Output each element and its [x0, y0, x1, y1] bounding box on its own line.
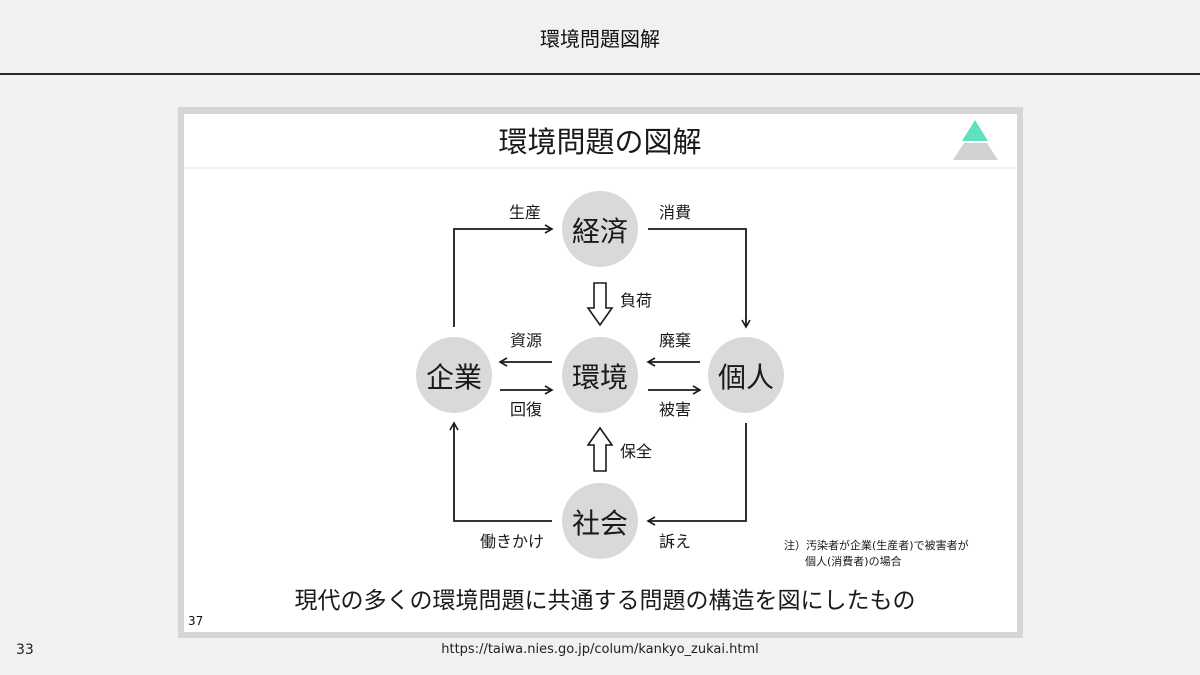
node-individual: 個人 [708, 337, 784, 413]
arrow-production [453, 224, 554, 327]
node-environment: 環境 [562, 337, 638, 413]
label-production: 生産 [509, 203, 541, 222]
arrow-influence [449, 421, 552, 522]
label-appeal: 訴え [659, 532, 691, 551]
node-economy-label: 経済 [572, 215, 628, 248]
node-society-label: 社会 [572, 507, 628, 540]
arrow-appeal [646, 423, 747, 526]
page-number: 33 [16, 642, 34, 658]
label-influence: 働きかけ [480, 532, 544, 551]
node-economy: 経済 [562, 191, 638, 267]
arrow-consumption [648, 228, 751, 329]
node-society: 社会 [562, 483, 638, 559]
hollow-arrow-conservation [586, 426, 614, 472]
label-recovery: 回復 [510, 400, 542, 419]
label-load: 負荷 [620, 291, 652, 310]
node-environment-label: 環境 [572, 361, 628, 394]
node-individual-label: 個人 [718, 361, 774, 394]
note-line-1: 注）汚染者が企業(生産者)で被害者が [784, 538, 969, 552]
label-consumption: 消費 [659, 203, 691, 222]
hollow-arrow-load [586, 282, 614, 327]
node-company: 企業 [416, 337, 492, 413]
label-resources: 資源 [510, 331, 542, 350]
title-divider [0, 73, 1200, 75]
slide-caption: 現代の多くの環境問題に共通する問題の構造を図にしたもの [295, 588, 916, 614]
slide-number: 37 [188, 614, 204, 628]
page-title: 環境問題図解 [540, 26, 660, 51]
node-company-label: 企業 [426, 361, 482, 394]
label-damage: 被害 [659, 400, 691, 419]
label-conservation: 保全 [620, 442, 652, 461]
note-line-2: 個人(消費者)の場合 [805, 554, 902, 568]
triangle-logo-icon [953, 120, 998, 160]
label-disposal: 廃棄 [659, 331, 691, 350]
source-url: https://taiwa.nies.go.jp/colum/kankyo_zu… [441, 642, 759, 657]
slide-title: 環境問題の図解 [498, 125, 701, 159]
